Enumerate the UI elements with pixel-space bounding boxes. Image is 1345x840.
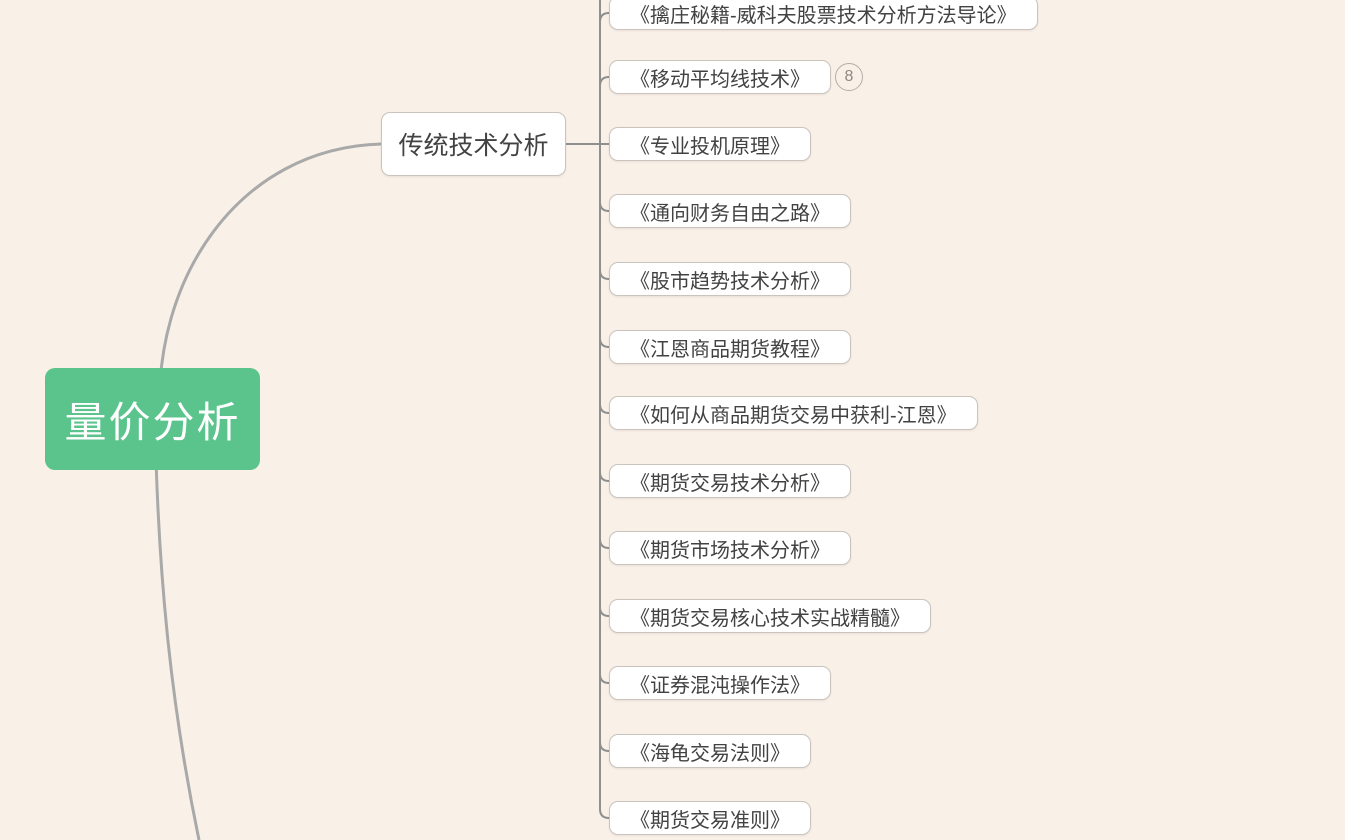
book-topic[interactable]: 《期货市场技术分析》 — [609, 531, 851, 565]
book-topic-label: 《擒庄秘籍-威科夫股票技术分析方法导论》 — [630, 4, 1017, 27]
branch-node-topic[interactable]: 传统技术分析 — [381, 112, 566, 176]
book-topic[interactable]: 《移动平均线技术》 — [609, 60, 831, 94]
book-topic-label: 《期货交易核心技术实战精髓》 — [630, 607, 910, 630]
book-topic[interactable]: 《股市趋势技术分析》 — [609, 262, 851, 296]
connector-trunk-to-book — [599, 144, 610, 752]
book-topic-label: 《期货交易技术分析》 — [630, 472, 830, 495]
book-topic[interactable]: 《期货交易核心技术实战精髓》 — [609, 599, 931, 633]
book-topic-label: 《期货市场技术分析》 — [630, 539, 830, 562]
book-item: 《擒庄秘籍-威科夫股票技术分析方法导论》 — [609, 0, 1038, 30]
book-item: 《海龟交易法则》 — [609, 734, 811, 768]
book-topic[interactable]: 《期货交易准则》 — [609, 801, 811, 835]
connector-trunk-to-book — [599, 144, 610, 482]
connector-trunk-to-book — [599, 12, 610, 144]
book-topic-label: 《股市趋势技术分析》 — [630, 270, 830, 293]
branch-node-label: 传统技术分析 — [398, 132, 549, 160]
book-item: 《期货交易核心技术实战精髓》 — [609, 599, 931, 633]
root-node-label: 量价分析 — [64, 398, 241, 446]
book-topic-label: 《海龟交易法则》 — [630, 742, 790, 765]
book-item: 《期货市场技术分析》 — [609, 531, 851, 565]
connector-trunk-to-book — [599, 144, 610, 348]
connector-root-to-offscreen — [153, 419, 201, 840]
root-node-topic[interactable]: 量价分析 — [45, 368, 260, 470]
book-topic-label: 《如何从商品期货交易中获利-江恩》 — [630, 404, 957, 427]
book-item: 《期货交易准则》 — [609, 801, 811, 835]
book-topic-label: 《移动平均线技术》 — [630, 68, 810, 91]
book-topic[interactable]: 《证券混沌操作法》 — [609, 666, 831, 700]
book-topic[interactable]: 《期货交易技术分析》 — [609, 464, 851, 498]
book-topic[interactable]: 《擒庄秘籍-威科夫股票技术分析方法导论》 — [609, 0, 1038, 30]
book-topic-label: 《通向财务自由之路》 — [630, 202, 830, 225]
book-topic[interactable]: 《海龟交易法则》 — [609, 734, 811, 768]
count-badge[interactable]: 8 — [835, 63, 863, 91]
connector-trunk-to-book — [599, 144, 610, 212]
book-topic-label: 《期货交易准则》 — [630, 809, 790, 832]
book-item: 《证券混沌操作法》 — [609, 666, 831, 700]
book-topic-label: 《证券混沌操作法》 — [630, 674, 810, 697]
book-item: 《通向财务自由之路》 — [609, 194, 851, 228]
book-topic[interactable]: 《专业投机原理》 — [609, 127, 811, 161]
book-item: 《股市趋势技术分析》 — [609, 262, 851, 296]
connector-trunk-to-book — [599, 144, 610, 819]
connector-root-to-branch — [157, 142, 382, 421]
book-item: 《移动平均线技术》 8 — [609, 60, 863, 94]
connector-trunk-to-book — [599, 76, 610, 144]
book-topic-label: 《江恩商品期货教程》 — [630, 338, 830, 361]
book-item: 《期货交易技术分析》 — [609, 464, 851, 498]
book-topic[interactable]: 《通向财务自由之路》 — [609, 194, 851, 228]
book-item: 《江恩商品期货教程》 — [609, 330, 851, 364]
book-topic-label: 《专业投机原理》 — [630, 135, 790, 158]
book-topic[interactable]: 《江恩商品期货教程》 — [609, 330, 851, 364]
book-topic[interactable]: 《如何从商品期货交易中获利-江恩》 — [609, 396, 978, 430]
book-item: 《如何从商品期货交易中获利-江恩》 — [609, 396, 978, 430]
book-item: 《专业投机原理》 — [609, 127, 811, 161]
